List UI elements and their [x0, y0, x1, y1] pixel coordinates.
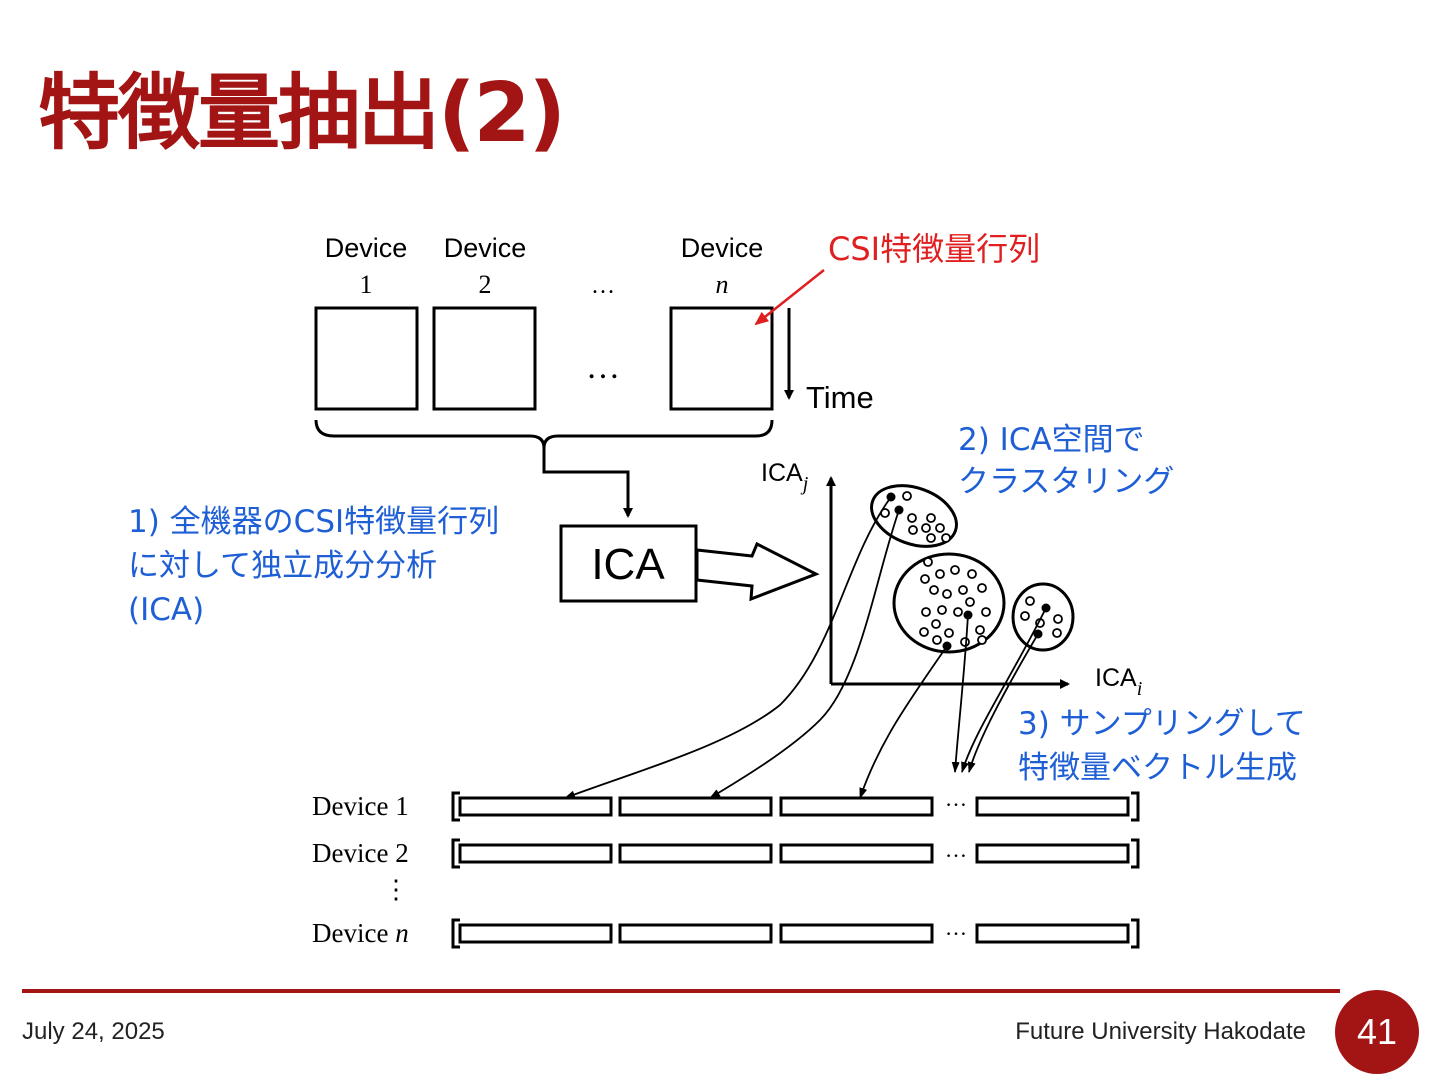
page-number: 41 [1356, 1011, 1398, 1052]
feature-row-2: Device 2 … [312, 837, 1140, 869]
device-label-2: Device 2 [444, 233, 527, 299]
step3-annotation: 3) サンプリングして 特徴量ベクトル生成 [1018, 706, 1306, 786]
matrices-brace [314, 419, 774, 449]
step3-line-1: 3) サンプリングして [1018, 706, 1306, 742]
csi-matrix-1 [314, 306, 419, 411]
ica-i-label: ICAi [1095, 664, 1142, 700]
csi-matrix-2 [432, 306, 537, 411]
step1-line-2: に対して独立成分分析 [128, 548, 437, 584]
step1-line-1: 1) 全機器のCSI特徴量行列 [128, 504, 499, 540]
brace-to-ica-arrow [542, 448, 633, 518]
device-label-text: Device [444, 233, 527, 263]
step2-annotation: 2) ICA空間で クラスタリング [958, 422, 1174, 500]
slide-title: 特徴量抽出(2) [38, 66, 566, 161]
sampling-arrows [564, 496, 1047, 799]
device-index: 1 [360, 270, 373, 299]
svg-text:…: … [945, 837, 967, 862]
device-label-1: Device 1 [325, 233, 408, 299]
svg-text:…: … [945, 786, 967, 811]
page-number-badge: 41 [1335, 990, 1419, 1074]
svg-text:…: … [945, 915, 967, 940]
footer-organization: Future University Hakodate [1015, 1018, 1306, 1045]
device-label-text: Device [325, 233, 408, 263]
row-label: Device 2 [312, 838, 409, 868]
footer-divider [22, 989, 1340, 993]
device-index: 2 [479, 270, 492, 299]
device-label-n: Device n [681, 233, 764, 299]
csi-label-arrow [754, 269, 825, 326]
cluster-3 [1011, 582, 1075, 652]
step1-annotation: 1) 全機器のCSI特徴量行列 に対して独立成分分析 (ICA) [128, 504, 499, 628]
ica-to-space-arrow [695, 541, 820, 602]
device-index: n [716, 270, 729, 299]
step1-line-3: (ICA) [128, 592, 204, 628]
row-label: Device n [312, 918, 409, 948]
feature-row-1: Device 1 … [312, 786, 1140, 822]
time-label: Time [806, 380, 874, 415]
ica-box-label: ICA [591, 540, 665, 589]
step2-line-2: クラスタリング [958, 464, 1174, 500]
row-label: Device 1 [312, 791, 409, 821]
csi-matrix-label: CSI特徴量行列 [828, 230, 1040, 268]
ica-j-label: ICAj [761, 459, 809, 495]
rows-vdots: ⋮ [383, 875, 409, 904]
matrix-ellipsis: … [586, 349, 620, 386]
feature-row-n: Device n … [312, 915, 1140, 949]
device-label-text: Device [681, 233, 764, 263]
step3-line-2: 特徴量ベクトル生成 [1018, 750, 1297, 786]
device-ellipsis: … [591, 273, 615, 299]
step2-line-1: 2) ICA空間で [958, 422, 1145, 458]
cluster-2 [892, 552, 1006, 654]
footer-date: July 24, 2025 [22, 1018, 165, 1045]
